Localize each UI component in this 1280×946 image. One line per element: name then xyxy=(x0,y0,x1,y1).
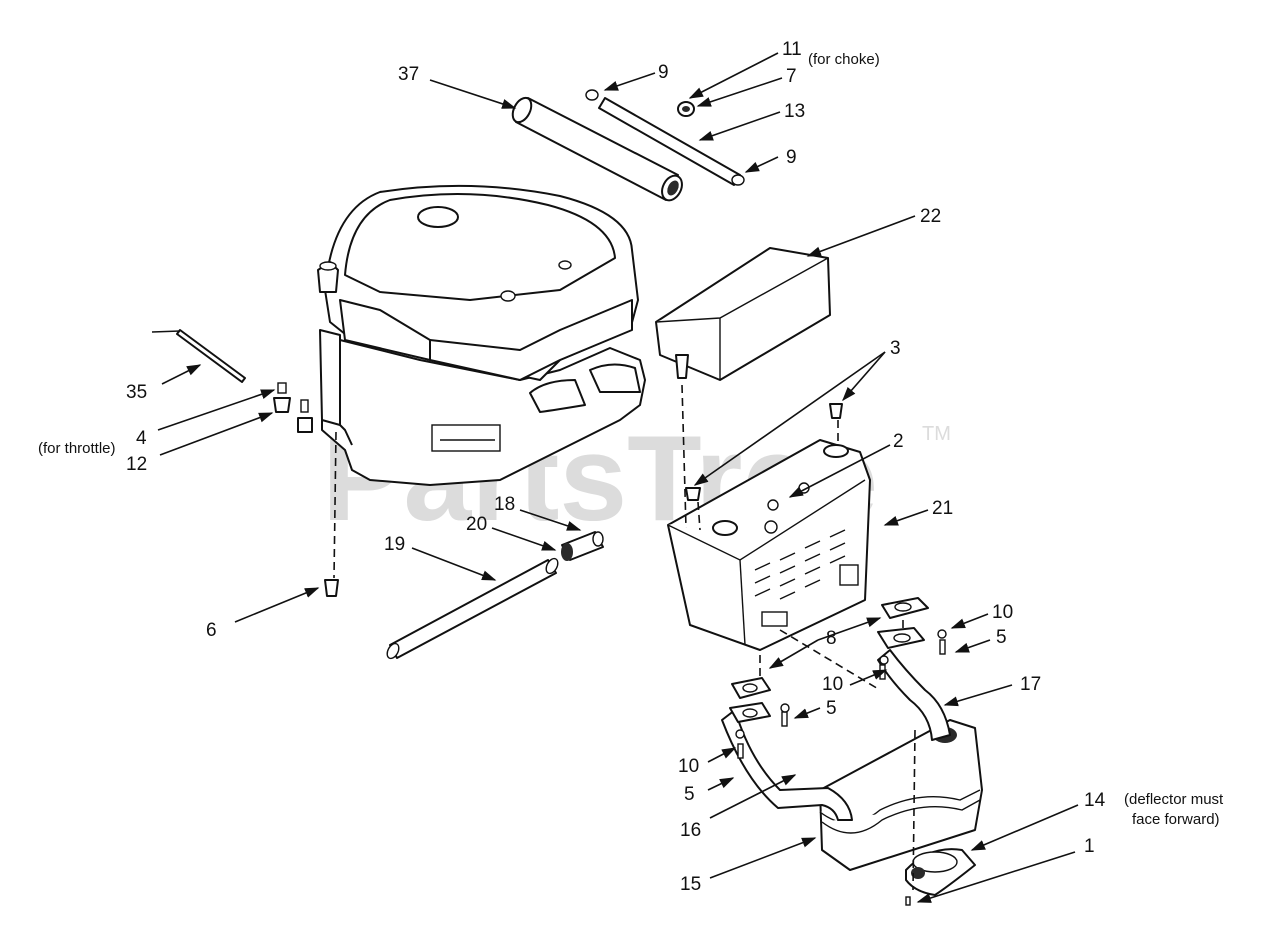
part-37-tube xyxy=(511,96,683,202)
part-13-cable-tube xyxy=(585,89,745,186)
callout-8: 8 xyxy=(826,628,837,649)
part-22-shield xyxy=(655,247,831,381)
callout-2: 2 xyxy=(893,431,904,452)
callout-13: 13 xyxy=(784,101,805,122)
callout-35: 35 xyxy=(126,382,147,403)
callout-5-left: 5 xyxy=(684,784,695,805)
callout-10-right: 10 xyxy=(992,602,1013,623)
callout-18: 18 xyxy=(494,494,515,515)
engine-assembly xyxy=(317,184,646,486)
callout-22: 22 xyxy=(920,206,941,227)
watermark-trademark: TM xyxy=(922,423,951,445)
note-deflector-line2: face forward) xyxy=(1132,811,1220,828)
callout-1: 1 xyxy=(1084,836,1095,857)
callout-7: 7 xyxy=(786,66,797,87)
muffler-assembly xyxy=(721,597,983,906)
callout-10-left: 10 xyxy=(678,756,699,777)
callout-21: 21 xyxy=(932,498,953,519)
part-18-20-fitting xyxy=(561,531,604,561)
callout-10-middle: 10 xyxy=(822,674,843,695)
note-deflector-line1: (deflector must xyxy=(1124,791,1224,808)
hardware-bolts xyxy=(151,329,843,597)
callout-5-right: 5 xyxy=(996,627,1007,648)
callout-37: 37 xyxy=(398,64,419,85)
note-for-throttle: (for throttle) xyxy=(38,440,116,457)
callout-labels: 37 9 11 (for choke) 7 13 9 22 3 35 4 (fo… xyxy=(38,39,1224,895)
callout-4: 4 xyxy=(136,428,147,449)
part-21-muffler-guard xyxy=(667,439,871,651)
callout-19: 19 xyxy=(384,534,405,555)
leader-lines xyxy=(157,52,1079,903)
callout-3: 3 xyxy=(890,338,901,359)
callout-16: 16 xyxy=(680,820,701,841)
part-19-tube xyxy=(386,557,559,660)
callout-17: 17 xyxy=(1020,674,1041,695)
callout-15: 15 xyxy=(680,874,701,895)
callout-20: 20 xyxy=(466,514,487,535)
callout-9-top: 9 xyxy=(658,62,669,83)
callout-11: 11 xyxy=(782,39,802,60)
callout-5-middle: 5 xyxy=(826,698,837,719)
callout-6: 6 xyxy=(206,620,217,641)
callout-9-bottom: 9 xyxy=(786,147,797,168)
callout-14: 14 xyxy=(1084,790,1106,811)
note-for-choke: (for choke) xyxy=(808,51,880,68)
callout-12: 12 xyxy=(126,454,147,475)
